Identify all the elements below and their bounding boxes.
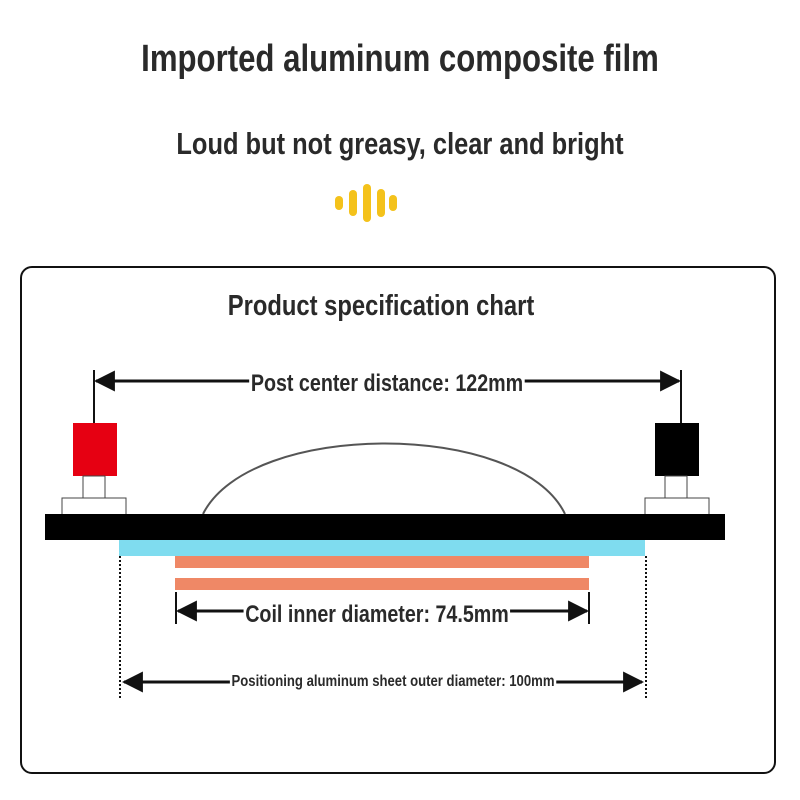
page-title: Imported aluminum composite film bbox=[141, 38, 659, 80]
spec-chart-title: Product specification chart bbox=[227, 290, 535, 322]
right-terminal-base bbox=[644, 497, 710, 516]
sound-bar-3 bbox=[363, 184, 371, 222]
sound-wave-icon bbox=[335, 184, 397, 222]
coil-strip-top bbox=[175, 556, 589, 568]
right-terminal-neck bbox=[664, 475, 688, 499]
post-center-distance-label: Post center distance: 122mm bbox=[249, 370, 525, 397]
right-terminal-black bbox=[655, 423, 699, 476]
dome-diaphragm bbox=[202, 442, 566, 515]
coil-inner-diameter-label: Coil inner diameter: 74.5mm bbox=[243, 601, 511, 628]
aluminum-sheet bbox=[119, 540, 645, 556]
magnet-plate bbox=[45, 514, 725, 540]
sound-bar-2 bbox=[349, 190, 357, 216]
sound-bar-5 bbox=[389, 195, 397, 211]
sheet-outer-diameter-label: Positioning aluminum sheet outer diamete… bbox=[229, 673, 557, 690]
left-terminal-neck bbox=[82, 475, 106, 499]
sound-bar-1 bbox=[335, 196, 343, 210]
page-subtitle: Loud but not greasy, clear and bright bbox=[176, 126, 624, 161]
coil-strip-bottom bbox=[175, 578, 589, 590]
left-terminal-red bbox=[73, 423, 117, 476]
sound-bar-4 bbox=[377, 189, 385, 217]
left-terminal-base bbox=[61, 497, 127, 516]
